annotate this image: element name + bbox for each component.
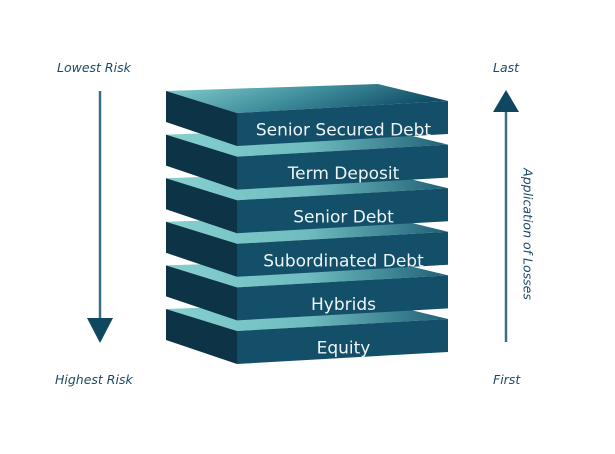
layer-side-face bbox=[166, 265, 237, 321]
layer-top-face bbox=[166, 84, 448, 113]
layer-front-face bbox=[237, 101, 448, 146]
layer-6: Equity bbox=[166, 302, 448, 364]
last-label: Last bbox=[493, 60, 520, 75]
layer-label: Senior Secured Debt bbox=[256, 121, 432, 141]
layer-label: Term Deposit bbox=[287, 164, 400, 184]
layer-side-face bbox=[166, 178, 237, 234]
losses-arrow-up bbox=[493, 90, 519, 342]
layer-side-face bbox=[166, 221, 237, 277]
layer-4: Subordinated Debt bbox=[166, 214, 448, 277]
layer-front-face bbox=[237, 275, 448, 321]
lowest-risk-label: Lowest Risk bbox=[57, 60, 131, 75]
arrow-down-icon bbox=[87, 318, 113, 343]
highest-risk-label: Highest Risk bbox=[55, 372, 133, 387]
first-label: First bbox=[493, 372, 521, 387]
risk-arrow-down bbox=[87, 91, 113, 343]
arrow-up-icon bbox=[493, 90, 519, 112]
layer-1: Senior Secured Debt bbox=[166, 84, 448, 146]
layer-front-face bbox=[237, 231, 448, 277]
layer-side-face bbox=[166, 309, 237, 364]
layer-label: Equity bbox=[317, 339, 371, 359]
layer-side-face bbox=[166, 134, 237, 190]
layer-side-face bbox=[166, 91, 237, 146]
layer-front-face bbox=[237, 319, 448, 364]
layer-label: Subordinated Debt bbox=[263, 251, 424, 271]
layer-label: Senior Debt bbox=[293, 208, 394, 228]
layer-front-face bbox=[237, 144, 448, 190]
layer-front-face bbox=[237, 188, 448, 234]
layer-label: Hybrids bbox=[311, 295, 376, 315]
layer-stack: Equity Hybrids Subordinated Debt Senior Deb… bbox=[166, 84, 448, 364]
